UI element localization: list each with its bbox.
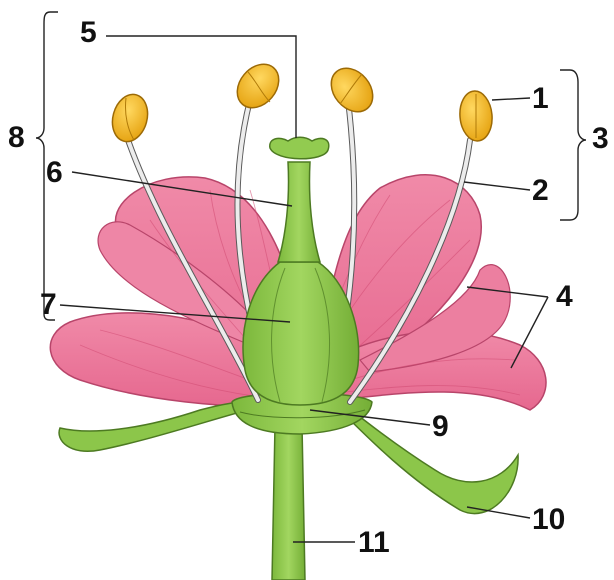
label-stigma: 5 xyxy=(80,18,97,48)
pedicel xyxy=(272,425,305,580)
label-ovary: 7 xyxy=(40,290,57,320)
sepal-left xyxy=(59,401,260,451)
label-stamen: 3 xyxy=(592,124,609,154)
anther-seams xyxy=(125,72,476,140)
label-style: 6 xyxy=(46,158,63,188)
anthers xyxy=(107,56,494,146)
label-anther: 1 xyxy=(532,84,549,114)
label-petal: 4 xyxy=(556,282,573,312)
stigma xyxy=(270,137,329,159)
label-filament: 2 xyxy=(532,176,549,206)
label-pedicel: 11 xyxy=(358,528,390,558)
label-pistil: 8 xyxy=(8,123,25,153)
label-receptacle: 9 xyxy=(432,412,449,442)
sepal-right xyxy=(340,405,518,514)
label-sepal: 10 xyxy=(532,505,565,535)
style xyxy=(278,162,320,262)
bracket-stamen xyxy=(560,70,586,220)
